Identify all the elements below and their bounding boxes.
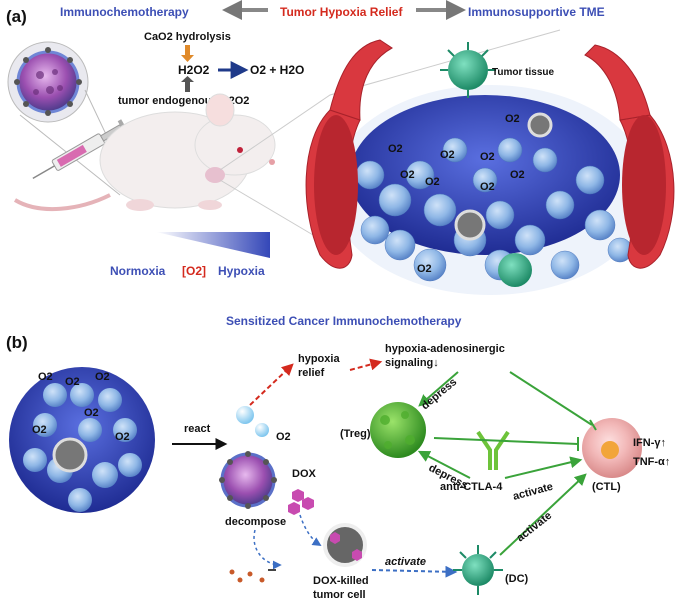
header-tumor-hypoxia-relief: Tumor Hypoxia Relief: [280, 5, 403, 19]
to-signaling-arrow: [349, 358, 383, 371]
mouse-icon: [13, 93, 276, 211]
h2o2-label: H2O2: [178, 63, 210, 77]
degradation-fragments: [229, 569, 276, 583]
o2-label: O2: [425, 176, 440, 188]
depress-label: depress: [419, 376, 459, 412]
o2-label: O2: [400, 169, 415, 181]
syringe-icon: [32, 119, 129, 180]
panel-b-title: Sensitized Cancer Immunochemotherapy: [226, 314, 462, 328]
activate-label: activate: [512, 481, 555, 503]
dox-molecule-icon: [288, 489, 314, 515]
ctl-cell-icon: [582, 418, 642, 478]
cao2-hydrolysis-label: CaO2 hydrolysis: [144, 31, 231, 43]
o2-h2o-products: O2 + H2O: [250, 63, 304, 77]
o2-product-label: O2: [276, 431, 291, 443]
o2-label: O2: [38, 371, 53, 383]
o2-label: O2: [65, 376, 80, 388]
ctl-label: (CTL): [592, 481, 621, 493]
react-label: react: [184, 423, 211, 435]
header-immunosupportive-tme: Immunosupportive TME: [468, 5, 605, 19]
hypoxia-relief-arrow: [249, 363, 294, 406]
tumor-tissue-illustration: [330, 85, 650, 295]
o2-concentration-label: [O2]: [182, 264, 206, 278]
tnf-alpha-label: TNF-α↑: [633, 456, 670, 468]
depress-treg-arrow: [418, 371, 459, 407]
o2-label: O2: [505, 113, 520, 125]
activate-label: activate: [385, 556, 426, 568]
o2-bubble-icon: [236, 406, 269, 437]
ifn-gamma-label: IFN-γ↑: [633, 437, 666, 449]
o2-label: O2: [84, 407, 99, 419]
activate-ctl-from-dc-arrow: [499, 473, 587, 556]
activate-dc-arrow: [371, 565, 458, 578]
treg-inhibits-ctl: [433, 437, 579, 445]
dox-label: DOX: [292, 468, 317, 480]
o2-label: O2: [32, 424, 47, 436]
anti-ctla4-label: anti-CTLA-4: [440, 481, 503, 493]
o2-label: O2: [95, 371, 110, 383]
signaling-inhibits-ctl: [509, 371, 593, 426]
hypoxia-label: Hypoxia: [218, 264, 265, 278]
antibody-icon: [476, 430, 510, 470]
normoxia-label: Normoxia: [110, 264, 166, 278]
panel-a-label: (a): [6, 7, 27, 26]
dc-cell-icon: [453, 545, 503, 595]
o2-label: O2: [480, 181, 495, 193]
activate-label: activate: [514, 510, 554, 545]
tumor-tissue-label: Tumor tissue: [492, 67, 554, 78]
o2-label: O2: [115, 431, 130, 443]
treg-label: (Treg): [340, 428, 371, 440]
tumor-cell-icon: [323, 523, 367, 567]
treg-cell-icon: [370, 402, 426, 458]
o2-label: O2: [388, 143, 403, 155]
panel-b-label: (b): [6, 333, 28, 352]
decompose-arrow: [253, 529, 282, 570]
nanoparticle-icon: [219, 451, 277, 509]
dox-arrow: [299, 514, 322, 546]
nanoparticle-icon: [7, 41, 89, 123]
dc-cell-icon: [440, 42, 532, 287]
o2-label: O2: [480, 151, 495, 163]
activate-ctl-from-antibody-arrow: [504, 456, 583, 479]
hypoxia-gradient-bar: [156, 232, 270, 258]
tumor-tissue-closeup: [9, 367, 155, 513]
tumor-cell-icon: [454, 112, 553, 241]
dc-label: (DC): [505, 573, 529, 585]
o2-label: O2: [440, 149, 455, 161]
o2-label: O2: [510, 169, 525, 181]
decompose-label: decompose: [225, 516, 286, 528]
hydrolysis-arrow: [185, 45, 190, 57]
blood-vessel-icon: [305, 39, 675, 269]
o2-label: O2: [417, 263, 432, 275]
header-immunochemotherapy: Immunochemotherapy: [60, 5, 189, 19]
endogenous-arrow: [185, 80, 190, 92]
depress-treg-from-antibody-arrow: [417, 450, 471, 479]
